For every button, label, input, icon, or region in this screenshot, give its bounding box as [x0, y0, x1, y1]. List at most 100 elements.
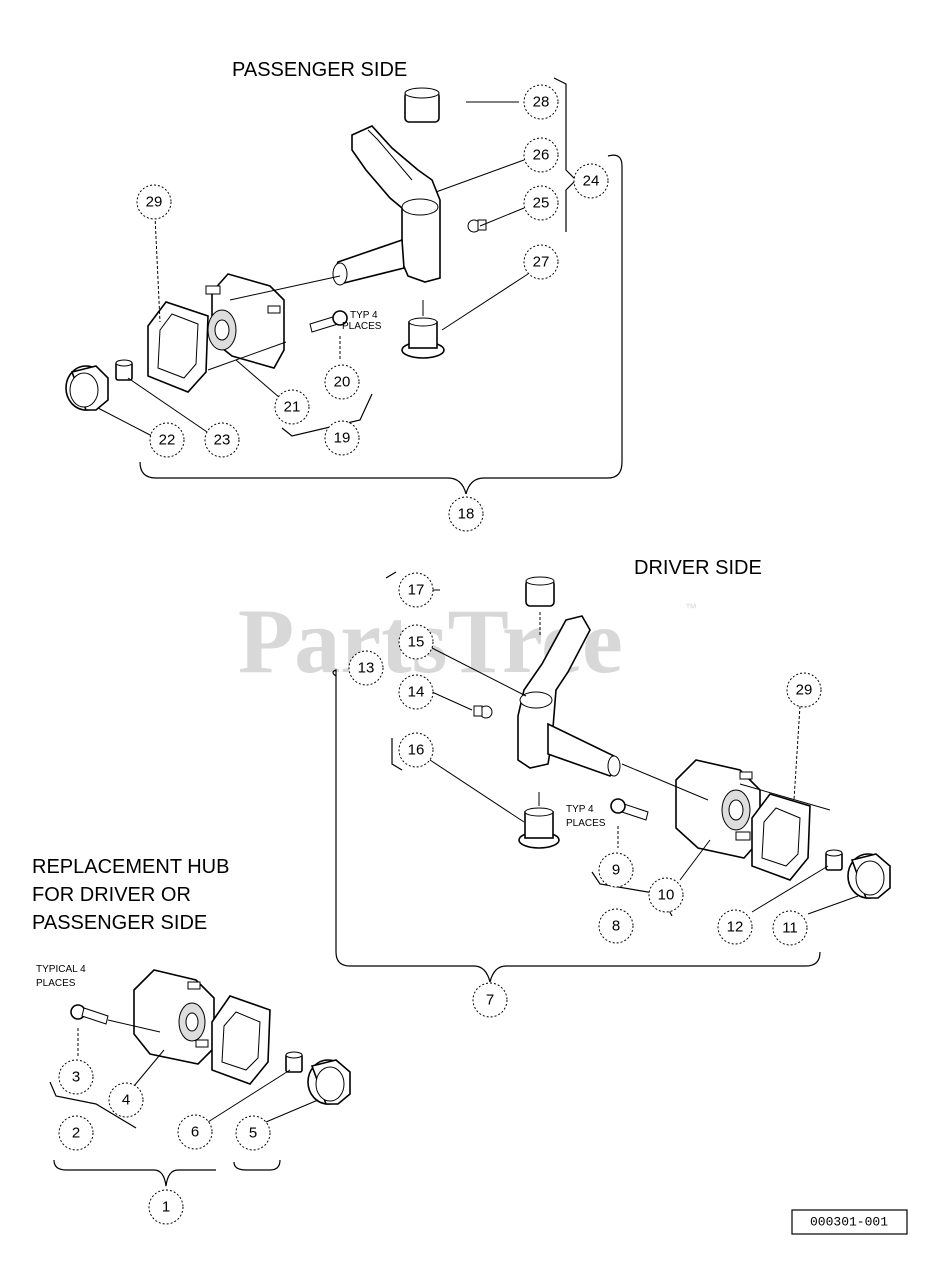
- callout-circle: [204, 422, 240, 458]
- gasket-replacement-part: [211, 995, 271, 1085]
- brace-18: [139, 154, 623, 495]
- watermark-tm: ™: [685, 601, 697, 615]
- callout-circle: [58, 1059, 94, 1095]
- bushing-28-part: [404, 87, 440, 123]
- callout-circle: [472, 982, 508, 1018]
- dust-cap-22-part: [65, 365, 109, 411]
- callout-number: 26: [533, 147, 550, 164]
- bracket-24: [553, 77, 577, 232]
- bracket-2: [49, 1081, 137, 1129]
- gasket-29-part: [147, 301, 209, 393]
- callout-replacement-6: 6: [177, 1114, 213, 1150]
- note-typical4-line1: TYPICAL 4: [36, 964, 86, 975]
- bracket-19: [281, 393, 373, 437]
- spindle-15-part: [517, 615, 621, 777]
- bolt-3-part: [70, 1004, 109, 1056]
- callout-passenger-26: 26: [523, 137, 559, 173]
- callout-number: 16: [408, 742, 425, 759]
- callout-driver-14: 14: [398, 674, 434, 710]
- callout-passenger-23: 23: [204, 422, 240, 458]
- callout-circle: [648, 877, 684, 913]
- callout-circle: [58, 1115, 94, 1151]
- callout-passenger-19: 19: [324, 420, 360, 456]
- callout-passenger-28: 28: [523, 84, 559, 120]
- callout-number: 29: [146, 194, 163, 211]
- bushing-16-part: [518, 792, 560, 849]
- bolt-9-part: [610, 798, 649, 848]
- nut-12-part: [825, 849, 843, 871]
- callout-number: 7: [486, 992, 494, 1009]
- heading-replacement-line3: PASSENGER SIDE: [32, 912, 207, 934]
- grease-fitting-25-part: [467, 219, 487, 233]
- callout-circle: [523, 137, 559, 173]
- note-typ4-passenger-line2: PLACES: [342, 321, 382, 332]
- callout-circle: [235, 1115, 271, 1151]
- bracket-13: [385, 571, 403, 771]
- callout-number: 2: [72, 1125, 80, 1142]
- callout-number: 24: [583, 173, 600, 190]
- passenger-assembly: [65, 77, 623, 495]
- callout-replacement-5: 5: [235, 1115, 271, 1151]
- bolt-20-part: [309, 310, 348, 360]
- callout-passenger-20: 20: [324, 364, 360, 400]
- callout-driver-11: 11: [772, 910, 808, 946]
- hub-4-part: [133, 969, 215, 1065]
- bushing-17-part: [525, 576, 555, 607]
- reference-code-box: 000301-001: [791, 1209, 908, 1235]
- callout-passenger-27: 27: [523, 244, 559, 280]
- callout-number: 18: [458, 506, 475, 523]
- callout-circle: [523, 185, 559, 221]
- spindle-26-part: [332, 125, 441, 286]
- callout-number: 17: [408, 582, 425, 599]
- callout-circle: [398, 732, 434, 768]
- callout-number: 8: [612, 918, 620, 935]
- callout-driver-9: 9: [598, 852, 634, 888]
- callout-passenger-22: 22: [149, 422, 185, 458]
- callout-number: 25: [533, 195, 550, 212]
- callout-driver-8: 8: [598, 908, 634, 944]
- callout-passenger-21: 21: [274, 389, 310, 425]
- replacement-assembly: [49, 969, 351, 1187]
- nut-23-part: [115, 359, 133, 381]
- callout-circle: [772, 910, 808, 946]
- callout-passenger-29: 29: [136, 184, 172, 220]
- heading-driver-side: DRIVER SIDE: [634, 557, 762, 579]
- callout-number: 29: [796, 682, 813, 699]
- callout-circle: [148, 1189, 184, 1225]
- callout-driver-7: 7: [472, 982, 508, 1018]
- callout-circle: [786, 672, 822, 708]
- gasket-29-driver-part: [751, 793, 811, 881]
- callout-number: 20: [334, 374, 351, 391]
- callout-number: 22: [159, 432, 176, 449]
- note-typical4-line2: PLACES: [36, 978, 76, 989]
- heading-passenger-side: PASSENGER SIDE: [232, 59, 407, 81]
- note-typ4-driver-line1: TYP 4: [566, 804, 594, 815]
- callout-number: 3: [72, 1069, 80, 1086]
- callout-circle: [598, 852, 634, 888]
- callout-circle: [598, 908, 634, 944]
- callout-driver-29: 29: [786, 672, 822, 708]
- callout-number: 21: [284, 399, 301, 416]
- brace-1: [53, 1159, 281, 1187]
- hub-10-part: [675, 759, 761, 859]
- callout-number: 13: [358, 660, 375, 677]
- callout-circle: [177, 1114, 213, 1150]
- callout-driver-15: 15: [398, 624, 434, 660]
- callout-circle: [108, 1082, 144, 1118]
- callout-passenger-18: 18: [448, 496, 484, 532]
- callout-number: 28: [533, 94, 550, 111]
- callout-replacement-1: 1: [148, 1189, 184, 1225]
- callout-driver-17: 17: [398, 572, 434, 608]
- callout-replacement-2: 2: [58, 1115, 94, 1151]
- callout-number: 14: [408, 684, 425, 701]
- callout-circle: [274, 389, 310, 425]
- driver-assembly: [332, 571, 891, 983]
- heading-replacement-line2: FOR DRIVER OR: [32, 884, 191, 906]
- callout-number: 12: [727, 919, 744, 936]
- callout-driver-12: 12: [717, 909, 753, 945]
- callout-number: 15: [408, 634, 425, 651]
- callout-circle: [523, 244, 559, 280]
- callout-replacement-4: 4: [108, 1082, 144, 1118]
- callout-circle: [398, 674, 434, 710]
